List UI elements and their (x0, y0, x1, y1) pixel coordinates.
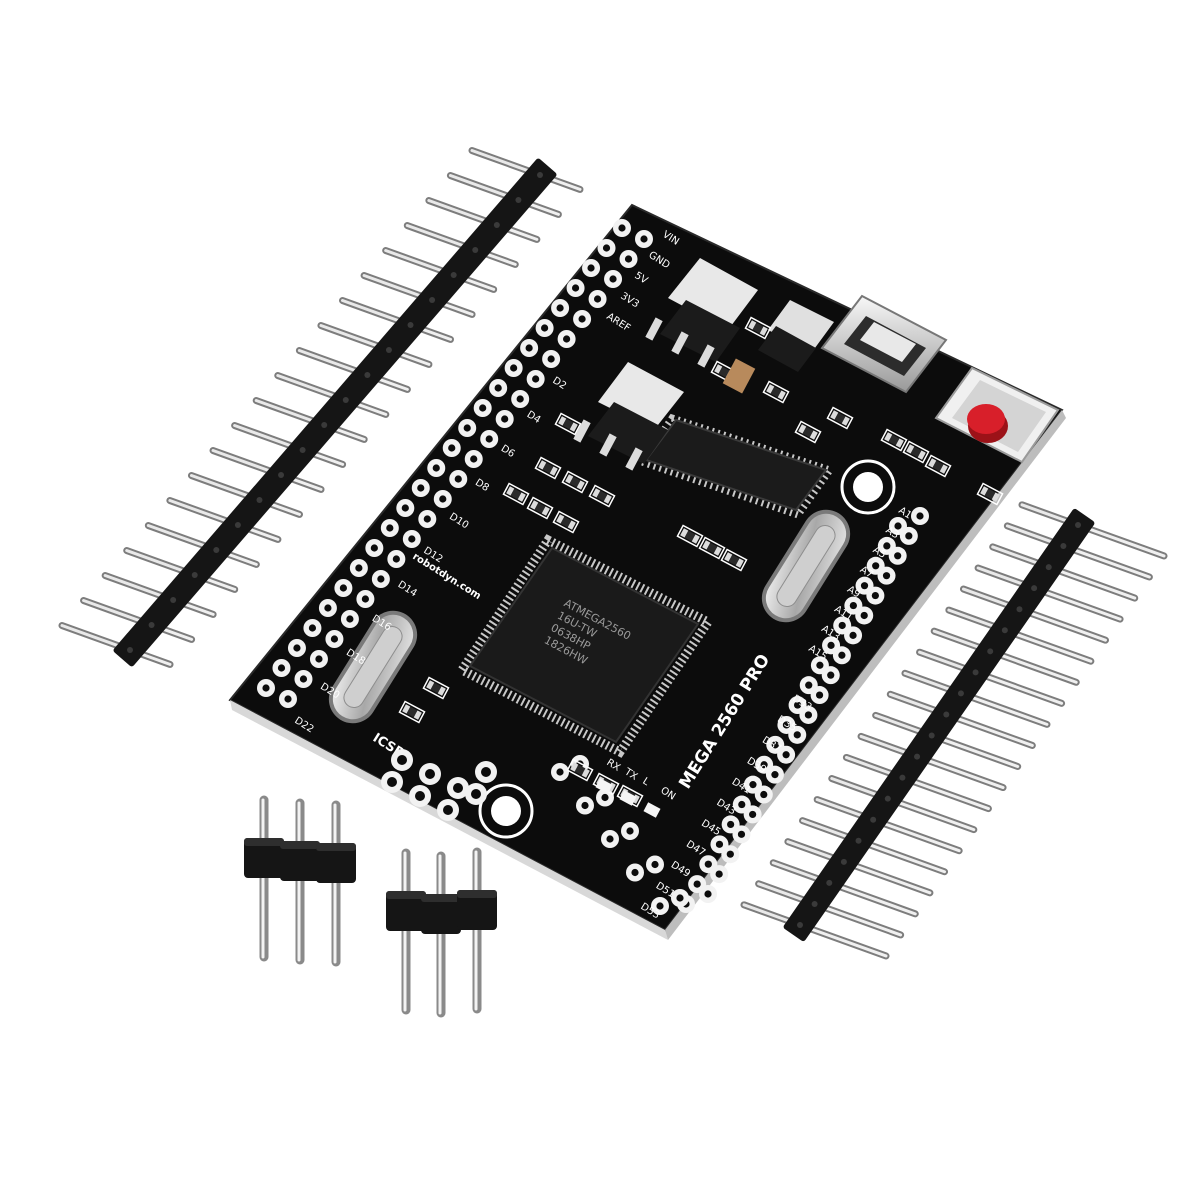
smd-part (744, 316, 772, 340)
mounting-hole-icon (840, 459, 896, 515)
led-icon (595, 778, 613, 794)
header-body (316, 843, 356, 883)
smd-part (924, 454, 952, 478)
right-pin-header (740, 501, 1168, 960)
header-body (244, 838, 284, 878)
mounting-hole-icon (478, 783, 534, 839)
smd-part (794, 420, 822, 444)
smd-part (561, 470, 589, 494)
voltage-regulator (645, 258, 758, 368)
micro-usb-port[interactable] (820, 294, 948, 394)
smd-part (534, 456, 562, 480)
led-icon (619, 790, 637, 806)
smd-part (698, 536, 726, 560)
arduino-board: ATMEGA2560 16U-TW 0638HP 1826HW (228, 203, 1066, 940)
header-body (280, 841, 320, 881)
smd-part (422, 676, 450, 700)
smd-part (502, 482, 530, 506)
header-body (386, 891, 426, 931)
header-body (457, 890, 497, 930)
smd-part (720, 548, 748, 572)
pad-grid (257, 219, 929, 915)
short-pin-header (244, 795, 356, 967)
smd-part (588, 484, 616, 508)
smd-part (902, 440, 930, 464)
smd-part (880, 428, 908, 452)
header-body (783, 508, 1095, 942)
mosfet (758, 300, 834, 372)
header-body (113, 158, 557, 667)
reset-button[interactable] (934, 366, 1060, 464)
smd-part (554, 412, 582, 436)
smd-part (762, 380, 790, 404)
smd-part (552, 510, 580, 534)
smd-components (398, 316, 1004, 808)
smd-part (826, 406, 854, 430)
short-pin-header (386, 847, 497, 1018)
smd-part (566, 758, 594, 782)
icsp-header-pads (381, 749, 497, 821)
smd-part (676, 524, 704, 548)
header-body (421, 894, 461, 934)
mcu-chip: ATMEGA2560 16U-TW 0638HP 1826HW (455, 534, 715, 758)
crystal-oscillator (761, 509, 851, 623)
pin-label: L (640, 776, 651, 789)
smd-part (526, 496, 554, 520)
crystal-oscillator (328, 610, 418, 724)
smd-part (398, 700, 426, 724)
smd-part (976, 482, 1004, 506)
led-icon (643, 802, 661, 818)
status-leds (595, 778, 661, 818)
voltage-regulator (573, 362, 684, 471)
left-pin-header (58, 147, 584, 668)
